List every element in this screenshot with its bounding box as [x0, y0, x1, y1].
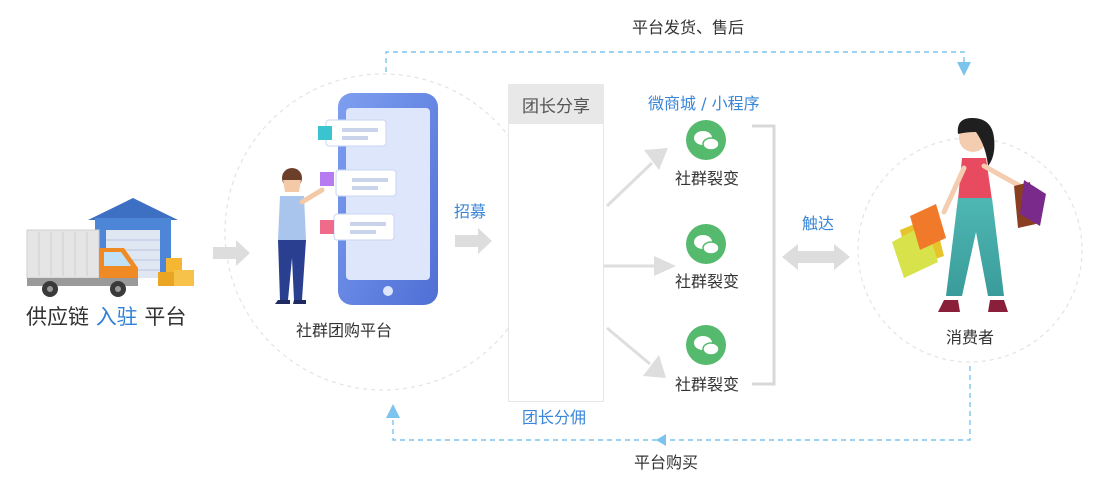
fission-label-1: 社群裂变	[675, 169, 740, 188]
fission-label-3: 社群裂变	[675, 375, 740, 394]
fission-arrow-middle	[604, 256, 676, 276]
fission-arrow-bottom	[606, 326, 666, 378]
recruit-arrow	[455, 228, 492, 254]
truck-warehouse-illustration	[26, 198, 194, 297]
wechat-mall-label: 微商城 / 小程序	[648, 94, 760, 113]
consumer-dashed-circle	[857, 137, 1083, 363]
purchase-label: 平台购买	[634, 453, 699, 472]
fission-arrow-top	[605, 148, 668, 208]
wechat-icon-3	[686, 325, 726, 365]
supply-chain-platform-text: 平台	[144, 305, 187, 329]
supply-chain-text: 供应链	[26, 305, 89, 329]
commission-label: 团长分佣	[522, 408, 587, 427]
platform-phone-illustration	[275, 93, 438, 305]
consumer-label: 消费者	[946, 328, 995, 347]
reach-double-arrow	[782, 244, 850, 270]
leader-share-header: 团长分享	[508, 84, 604, 124]
consumer-shopper-illustration	[892, 118, 1046, 312]
leader-column-box	[508, 84, 604, 402]
ship-aftersale-flow-line	[385, 51, 971, 76]
wechat-icon-2	[686, 224, 726, 264]
recruit-label: 招募	[454, 202, 487, 221]
wechat-icon-1	[686, 120, 726, 160]
fission-label-2: 社群裂变	[675, 272, 740, 291]
supply-to-platform-arrow	[213, 240, 250, 266]
platform-label: 社群团购平台	[296, 321, 393, 340]
supply-chain-label: 供应链 入驻 平台	[26, 307, 186, 328]
fission-bracket	[752, 124, 776, 386]
reach-label: 触达	[802, 214, 835, 233]
purchase-flow-line	[386, 366, 971, 446]
ship-aftersale-label: 平台发货、售后	[632, 18, 745, 37]
supply-chain-highlight: 入驻	[95, 305, 138, 329]
